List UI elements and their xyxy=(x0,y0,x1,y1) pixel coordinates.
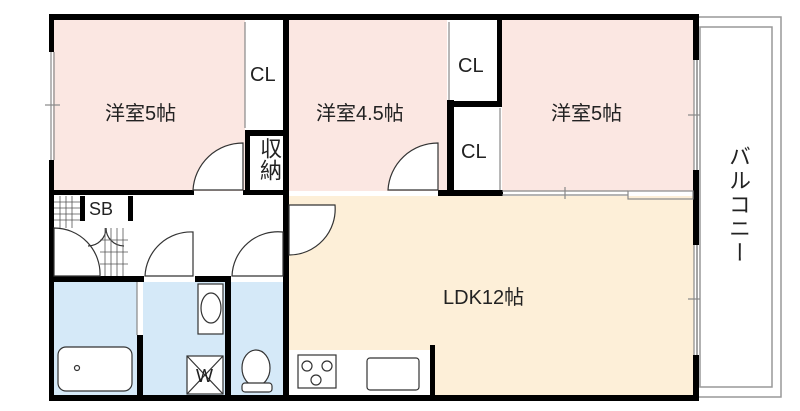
doors xyxy=(53,142,439,277)
room-label-western-middle: 洋室4.5帖 xyxy=(316,103,404,125)
western-room-right-area xyxy=(502,19,694,191)
bathtub-icon xyxy=(57,346,133,392)
room-label-western-right: 洋室5帖 xyxy=(551,103,623,125)
storage-label: 収納 xyxy=(257,137,282,181)
washer-label: W xyxy=(196,366,213,386)
room-label-ldk: LDK12帖 xyxy=(443,287,525,309)
balcony-label: バルコニー xyxy=(726,145,751,265)
balcony-inner xyxy=(699,26,773,388)
shoe-box-label: SB xyxy=(89,199,114,219)
balcony-outline xyxy=(696,16,782,398)
entrance-tile xyxy=(54,196,128,276)
closet-label-mid-bottom: CL xyxy=(461,141,487,163)
room-label-western-left: 洋室5帖 xyxy=(105,103,177,125)
windows xyxy=(45,22,700,355)
kitchen-sink-icon xyxy=(366,357,420,391)
fixtures xyxy=(57,283,420,395)
closet-label-mid-top: CL xyxy=(458,55,484,77)
closet-label-left: CL xyxy=(250,64,276,86)
toilet-icon xyxy=(241,349,271,387)
walls xyxy=(49,14,699,401)
